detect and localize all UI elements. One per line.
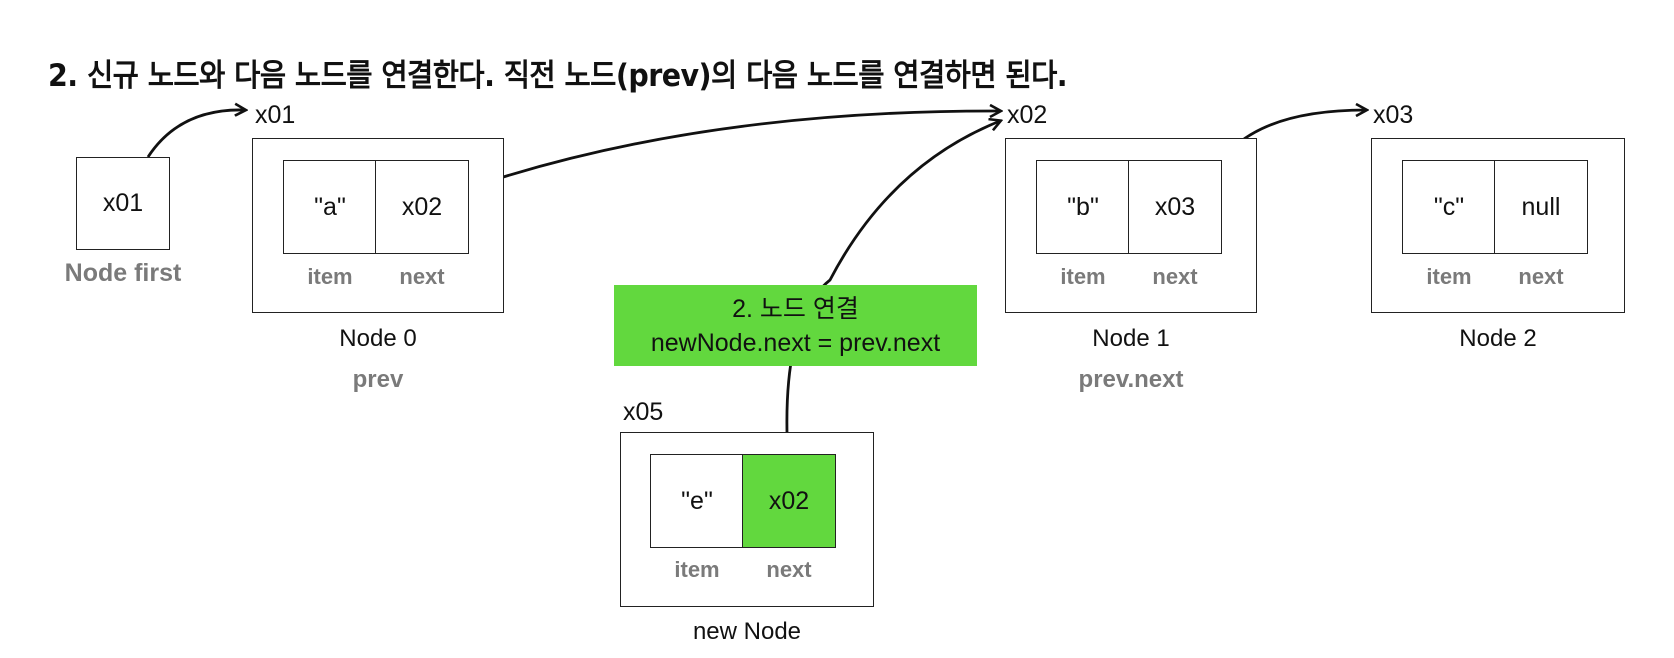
arrow-newnode-to-node1	[785, 121, 1000, 459]
first-pointer-label: Node first	[64, 259, 182, 287]
connection-note: 2. 노드 연결 newNode.next = prev.next	[614, 285, 977, 366]
node0-address: x01	[255, 101, 296, 129]
node0-item-cell: "a"	[283, 160, 377, 254]
arrow-first-to-node0	[146, 110, 245, 158]
node1-next-label: next	[1152, 264, 1198, 289]
node1-role: prev.next	[1078, 366, 1184, 393]
node2-next-cell: null	[1494, 160, 1588, 254]
newnode-address: x05	[623, 398, 664, 426]
node1-item-value: "b"	[1067, 192, 1099, 221]
node1-name: Node 1	[1092, 325, 1170, 352]
node2-address: x03	[1373, 101, 1414, 129]
node0-next-label: next	[399, 264, 445, 289]
first-pointer-value: x01	[102, 189, 144, 217]
node2-name: Node 2	[1459, 325, 1537, 352]
node2-item-cell: "c"	[1402, 160, 1496, 254]
node0-item-label: item	[307, 264, 353, 289]
node0-name: Node 0	[339, 325, 417, 352]
node0-next-cell: x02	[375, 160, 469, 254]
first-pointer-cell: x01	[76, 157, 170, 250]
newnode-next-cell: x02	[742, 454, 836, 548]
node1-next-cell: x03	[1128, 160, 1222, 254]
note-line1: 2. 노드 연결	[732, 294, 859, 323]
newnode-name: new Node	[692, 618, 802, 645]
node0-item-value: "a"	[314, 192, 346, 221]
node1-item-cell: "b"	[1036, 160, 1130, 254]
newnode-item-label: item	[674, 557, 720, 582]
node1-item-label: item	[1060, 264, 1106, 289]
newnode-next-value: x02	[768, 486, 810, 515]
node0-next-value: x02	[401, 192, 443, 221]
node1-next-value: x03	[1154, 192, 1196, 221]
node0-role: prev	[352, 366, 404, 393]
node2-next-label: next	[1518, 264, 1564, 289]
newnode-item-cell: "e"	[650, 454, 744, 548]
diagram-title: 2. 신규 노드와 다음 노드를 연결한다. 직전 노드(prev)의 다음 노…	[48, 58, 1068, 94]
arrow-node0-to-node1	[468, 111, 1000, 190]
node1-address: x02	[1007, 101, 1048, 129]
newnode-next-label: next	[766, 557, 812, 582]
node2-item-label: item	[1426, 264, 1472, 289]
note-line2: newNode.next = prev.next	[650, 328, 941, 357]
node2-next-value: null	[1521, 192, 1561, 221]
newnode-item-value: "e"	[681, 486, 713, 515]
node2-item-value: "c"	[1433, 192, 1465, 221]
